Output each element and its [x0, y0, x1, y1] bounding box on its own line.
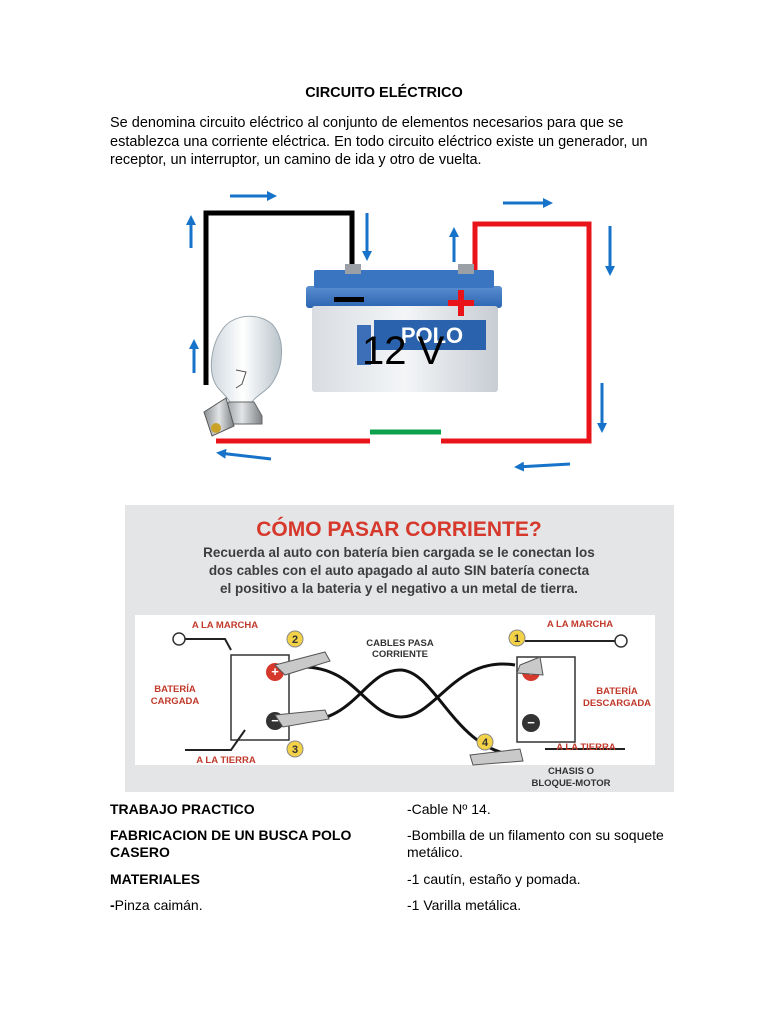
- instruction-line: el positivo a la bateria y el negativo a…: [220, 581, 578, 596]
- material-item: -Pinza caimán.: [110, 897, 370, 914]
- step-number: 2: [292, 634, 298, 646]
- label-right-battery: DESCARGADA: [583, 698, 651, 709]
- label-left-top: A LA MARCHA: [192, 620, 258, 631]
- instruction-line: Recuerda al auto con batería bien cargad…: [203, 545, 595, 560]
- positive-wire: [441, 221, 592, 444]
- material-text: Pinza caimán.: [114, 897, 203, 913]
- negative-wire: [203, 210, 355, 385]
- label-left-bottom: A LA TIERRA: [196, 755, 256, 766]
- arrow-icon: [514, 461, 571, 472]
- label-left-battery: BATERÍA: [154, 684, 196, 695]
- material-item: -Bombilla de un filamento con su soquete…: [407, 827, 664, 860]
- worksheet-subheading: FABRICACION DE UN BUSCA POLO CASERO: [110, 827, 352, 860]
- material-prefix: -: [110, 897, 115, 913]
- material-item: -Cable Nº 14.: [407, 801, 491, 817]
- label-right-battery: BATERÍA: [596, 686, 638, 697]
- materials-heading: MATERIALES: [110, 871, 200, 887]
- label-right-top: A LA MARCHA: [547, 619, 613, 630]
- svg-text:−: −: [271, 713, 279, 728]
- label-chassis: CHASIS O: [548, 766, 594, 777]
- label-right-bottom: A LA TIERRA: [556, 742, 616, 753]
- infographic-title: CÓMO PASAR CORRIENTE?: [256, 517, 541, 541]
- material-item: -1 Varilla metálica.: [407, 897, 522, 913]
- step-number: 1: [514, 633, 520, 645]
- arrow-icon: [216, 448, 272, 461]
- battery-brand: POLO: [401, 323, 463, 348]
- label-left-battery: CARGADA: [151, 696, 200, 707]
- label-center: CABLES PASA: [366, 638, 434, 649]
- document-title: CIRCUITO ELÉCTRICO: [305, 85, 463, 101]
- step-number: 3: [292, 744, 298, 756]
- step-number: 4: [482, 737, 489, 749]
- label-chassis: BLOQUE-MOTOR: [532, 778, 611, 789]
- svg-text:−: −: [527, 715, 535, 730]
- material-item: -1 cautín, estaño y pomada.: [407, 871, 581, 887]
- positive-sign: [448, 290, 474, 316]
- light-bulb: [203, 315, 286, 437]
- intro-paragraph: Se denomina circuito eléctrico al conjun…: [110, 115, 648, 168]
- battery-voltage-label: 12 V: [362, 329, 445, 373]
- circuit-diagram: POLO 12 V: [186, 191, 615, 472]
- label-center: CORRIENTE: [372, 649, 428, 660]
- battery: POLO 12 V: [306, 264, 502, 392]
- worksheet-heading: TRABAJO PRACTICO: [110, 801, 255, 817]
- jumpstart-infographic: CÓMO PASAR CORRIENTE? Recuerda al auto c…: [125, 505, 674, 792]
- instruction-line: dos cables con el auto apagado al auto S…: [209, 563, 590, 578]
- svg-text:+: +: [271, 664, 279, 679]
